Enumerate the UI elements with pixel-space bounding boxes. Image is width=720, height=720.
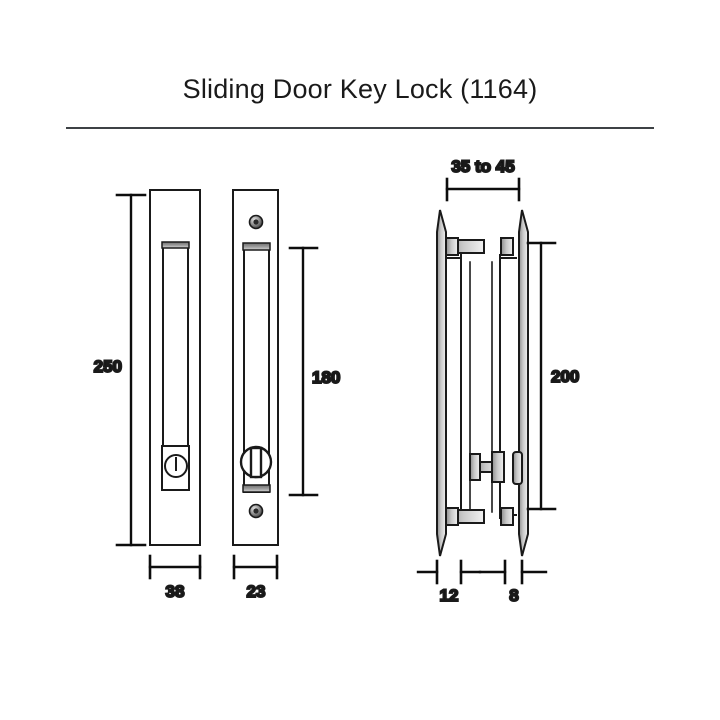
side-spindle-collar-right <box>491 451 505 483</box>
dimension-turn-plate-width <box>232 554 279 580</box>
thumb-turn-lever-icon <box>249 446 263 479</box>
turn-plate-pull-lip <box>242 242 271 251</box>
title-block: Sliding Door Key Lock (1164) <box>0 72 720 106</box>
dimension-turn-plate-height <box>288 246 319 497</box>
dimension-plate-width <box>148 554 202 580</box>
dimension-pull-depth-left <box>416 559 482 585</box>
dim-label-door-thickness: 35 to 45 <box>451 157 514 176</box>
key-plate-view <box>149 189 201 546</box>
side-spindle-collar-left <box>469 453 481 481</box>
dim-label-180: 180 <box>312 368 340 387</box>
fixing-screw-bottom-center-icon <box>253 508 259 514</box>
turn-plate-view <box>232 189 279 546</box>
key-plate-pull-lip <box>161 241 190 249</box>
side-right-escutcheon <box>518 209 529 557</box>
turn-plate-pull-lip-lower <box>242 484 271 493</box>
dim-label-8: 8 <box>509 586 518 605</box>
dim-label-38: 38 <box>166 582 185 601</box>
dim-label-12: 12 <box>440 586 459 605</box>
dim-label-200: 200 <box>551 367 579 386</box>
side-lower-pull-head <box>445 507 459 526</box>
title-divider <box>66 127 654 129</box>
page-title: Sliding Door Key Lock (1164) <box>182 74 538 104</box>
side-turn-knob <box>512 451 523 485</box>
dimension-case-height <box>526 241 557 511</box>
dimension-door-thickness <box>445 177 521 202</box>
dim-label-250: 250 <box>94 357 122 376</box>
side-left-escutcheon <box>436 209 447 557</box>
dimension-pull-depth-right <box>478 559 548 585</box>
fixing-screw-top-center-icon <box>253 219 259 225</box>
side-upper-pull-head-right <box>500 237 514 256</box>
side-upper-pull-head <box>445 237 459 256</box>
dimension-plate-height <box>115 193 147 547</box>
side-lower-pull-head-right <box>500 507 514 526</box>
dim-label-23: 23 <box>247 582 266 601</box>
side-section-view <box>436 209 529 557</box>
